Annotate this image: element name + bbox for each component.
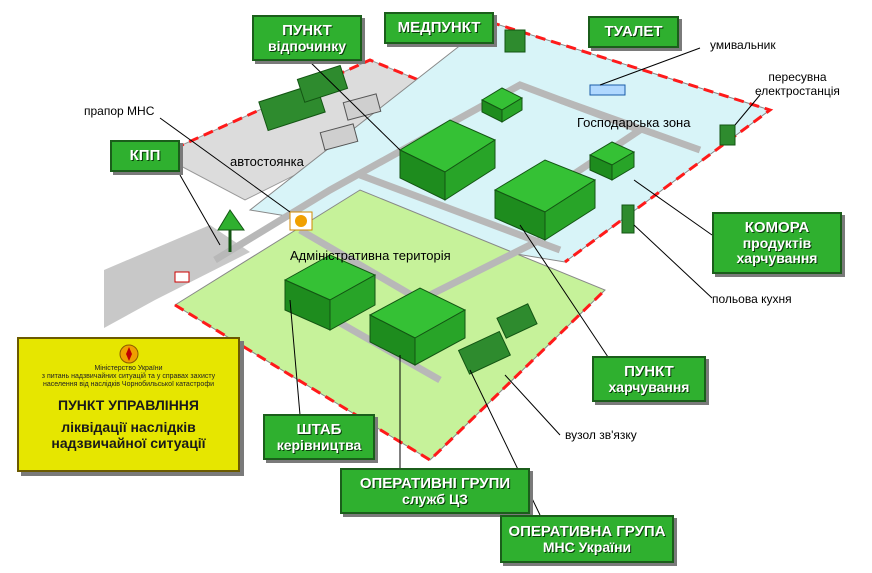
storage-callout: КОМОРА продуктів харчування xyxy=(712,212,842,274)
headquarters-callout: ШТАБ керівництва xyxy=(263,414,375,460)
command-post-subtitle-1: ліквідації наслідків xyxy=(61,419,196,435)
tent-medpoint xyxy=(480,87,524,123)
rest-point-title: ПУНКТ xyxy=(282,21,332,39)
command-post-subtitle-2: надзвичайної ситуації xyxy=(51,435,206,451)
ministry-line-3: населення від наслідків Чорнобильської к… xyxy=(42,381,214,388)
headquarters-title: ШТАБ xyxy=(296,420,342,438)
washbasin-label: умивальник xyxy=(710,38,776,52)
power-station-unit xyxy=(719,124,736,146)
storage-title: КОМОРА xyxy=(744,219,810,237)
power-station-line-1: пересувна xyxy=(768,70,827,84)
admin-territory-label: Адміністративна територія xyxy=(290,248,451,263)
tent-hq xyxy=(283,254,377,331)
washbasin-unit xyxy=(589,84,626,96)
ministry-flag-label: прапор МНС xyxy=(84,104,155,118)
tent-rest xyxy=(398,119,497,201)
command-post-sign: Міністерство України з питань надзвичайн… xyxy=(17,337,240,472)
tents xyxy=(283,87,636,366)
tent-civil-groups xyxy=(368,287,467,366)
ministry-line-1: Міністерство України xyxy=(94,365,163,372)
headquarters-subtitle: керівництва xyxy=(276,436,362,453)
ministry-emblem-icon xyxy=(295,215,307,227)
ministry-emblem-icon xyxy=(119,344,138,364)
storage-line-2: продуктів xyxy=(742,235,812,252)
admin-boundary xyxy=(174,288,607,462)
household-boundary xyxy=(489,20,774,264)
toilet-callout: ТУАЛЕТ xyxy=(588,16,679,48)
food-point-callout: ПУНКТ харчування xyxy=(592,356,706,402)
civil-groups-title: ОПЕРАТИВНІ ГРУПИ xyxy=(359,474,511,492)
leader-lines xyxy=(159,47,761,516)
storage-line-3: харчування xyxy=(736,249,818,266)
entry-sign xyxy=(174,271,190,283)
comm-node-label: вузол зв'язку xyxy=(565,428,637,442)
field-kitchen-unit xyxy=(621,204,635,234)
field-kitchen-label: польова кухня xyxy=(712,292,792,306)
mns-group-callout: ОПЕРАТИВНА ГРУПА МНС України xyxy=(500,515,674,563)
checkpoint-barrier xyxy=(217,209,245,231)
checkpoint-callout: КПП xyxy=(110,140,180,172)
tent-food xyxy=(493,159,597,241)
toilet-cabin xyxy=(504,29,526,53)
mns-group-title: ОПЕРАТИВНА ГРУПА xyxy=(508,522,666,540)
civil-groups-subtitle: служб ЦЗ xyxy=(402,490,468,507)
rest-point-subtitle: відпочинку xyxy=(267,37,347,54)
food-point-subtitle: харчування xyxy=(608,378,690,395)
parking-label: автостоянка xyxy=(230,154,304,169)
rest-point-callout: ПУНКТ відпочинку xyxy=(252,15,362,61)
toilet-title: ТУАЛЕТ xyxy=(604,23,663,41)
power-station-label: пересувна електростанція xyxy=(755,70,840,98)
civil-groups-callout: ОПЕРАТИВНІ ГРУПИ служб ЦЗ xyxy=(340,468,530,514)
mns-group-subtitle: МНС України xyxy=(542,538,632,555)
medpoint-title: МЕДПУНКТ xyxy=(397,19,481,37)
food-point-title: ПУНКТ xyxy=(624,362,674,380)
medpoint-callout: МЕДПУНКТ xyxy=(384,12,494,44)
vehicles xyxy=(258,64,538,375)
power-station-line-2: електростанція xyxy=(755,84,840,98)
household-zone-label: Господарська зона xyxy=(577,115,691,130)
command-post-title: ПУНКТ УПРАВЛІННЯ xyxy=(58,397,199,413)
checkpoint-title: КПП xyxy=(129,147,161,165)
tent-storage xyxy=(588,141,636,181)
ministry-line-2: з питань надзвичайних ситуацій та у спра… xyxy=(41,373,216,380)
